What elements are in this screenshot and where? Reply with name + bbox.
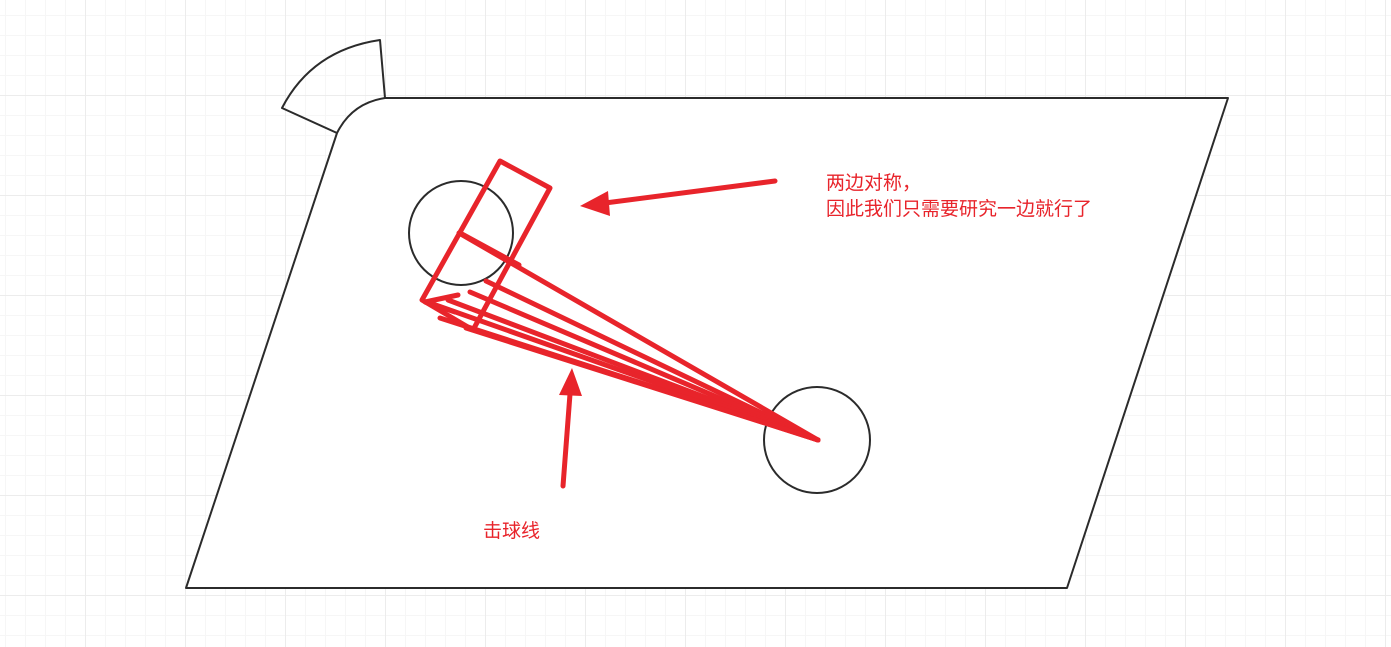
cue-ball <box>763 386 871 494</box>
target-ball <box>408 180 514 286</box>
symmetry-arrow <box>580 178 778 216</box>
shot-lines <box>427 230 821 443</box>
shot-lines-arrow <box>559 368 582 489</box>
table-outline <box>185 97 1229 589</box>
symmetry-note-line-2: 因此我们只需要研究一边就行了 <box>826 198 1093 220</box>
shot-lines-label: 击球线 <box>483 520 541 542</box>
study-region-rectangle <box>419 158 553 333</box>
corner-pocket-arc <box>281 39 386 134</box>
symmetry-note-line-1: 两边对称， <box>826 172 922 194</box>
shot-line <box>483 278 821 443</box>
small-arrowhead <box>422 292 461 315</box>
shot-line <box>463 325 821 443</box>
symmetry-note: 两边对称， 因此我们只需要研究一边就行了 <box>826 170 1092 222</box>
shot-line <box>456 230 821 443</box>
shot-line <box>467 289 821 443</box>
